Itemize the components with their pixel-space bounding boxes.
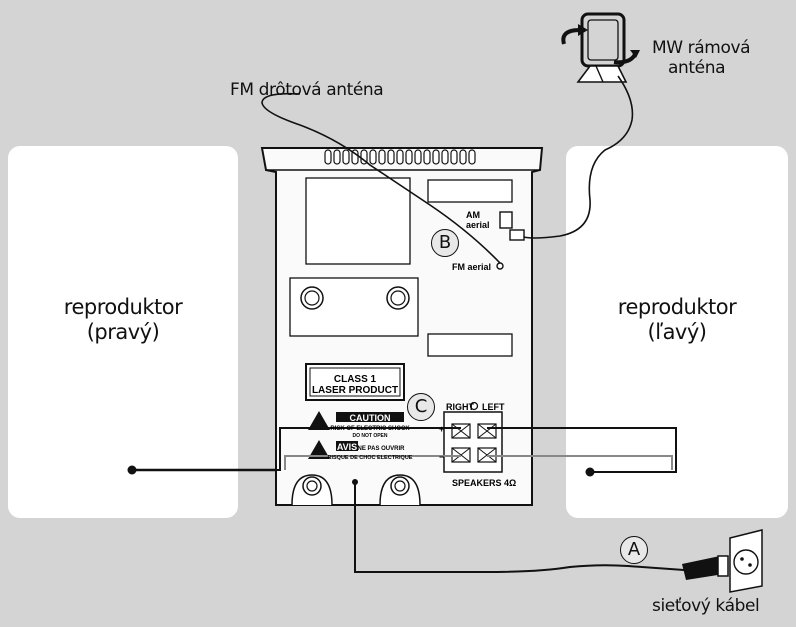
laser-label-line2: LASER PRODUCT bbox=[312, 385, 398, 396]
speaker-left-label-line1: reproduktor bbox=[617, 295, 737, 319]
power-plug bbox=[682, 555, 729, 580]
avis-sub: RISQUE DE CHOC ELECTRIQUE bbox=[328, 455, 413, 461]
power-cable-wire bbox=[354, 482, 685, 573]
caution-sub2: DO NOT OPEN bbox=[352, 433, 387, 439]
mw-loop-antenna bbox=[509, 12, 640, 241]
terminal-left-label: LEFT bbox=[482, 402, 505, 412]
am-aerial-label: AM bbox=[466, 210, 480, 220]
speaker-left-box bbox=[566, 146, 788, 518]
fm-aerial-label: FM aerial bbox=[452, 262, 491, 272]
fm-wire-antenna bbox=[261, 92, 501, 264]
terminal-right-label: RIGHT bbox=[446, 402, 475, 412]
power-cable-label: sieťový kábel bbox=[652, 596, 760, 616]
mw-antenna-label-1: MW rámová bbox=[652, 38, 751, 58]
marker-a: A bbox=[620, 536, 648, 564]
avis-label: AVIS bbox=[337, 442, 357, 452]
am-aerial-label-2: aerial bbox=[466, 220, 490, 230]
marker-c: C bbox=[407, 393, 435, 421]
speakers-impedance-label: SPEAKERS 4Ω bbox=[452, 478, 516, 488]
speaker-right-label-line1: reproduktor bbox=[63, 295, 183, 319]
wall-socket bbox=[729, 529, 763, 593]
laser-label-line1: CLASS 1 bbox=[334, 374, 377, 385]
speaker-right-box bbox=[8, 146, 238, 518]
fm-antenna-label: FM drôtová anténa bbox=[230, 80, 384, 100]
speaker-wires bbox=[132, 427, 677, 473]
speaker-right-terminal bbox=[127, 465, 137, 475]
speaker-right-label: reproduktor (pravý) bbox=[8, 295, 238, 345]
plus-sign: + bbox=[439, 424, 444, 434]
speaker-left-label: reproduktor (ľavý) bbox=[566, 295, 788, 345]
marker-b: B bbox=[431, 229, 459, 257]
caution-label: CAUTION bbox=[350, 413, 391, 423]
caution-sub: RISK OF ELECTRIC SHOCK bbox=[330, 426, 410, 432]
speaker-right-label-line2: (pravý) bbox=[86, 320, 160, 344]
minus-sign: − bbox=[439, 452, 444, 462]
speaker-left-terminal bbox=[585, 467, 595, 477]
avis-side: NE PAS OUVRIR bbox=[358, 446, 406, 452]
mw-antenna-label-2: anténa bbox=[668, 58, 726, 78]
speaker-left-label-line2: (ľavý) bbox=[647, 320, 708, 344]
vent-slots bbox=[324, 149, 476, 165]
